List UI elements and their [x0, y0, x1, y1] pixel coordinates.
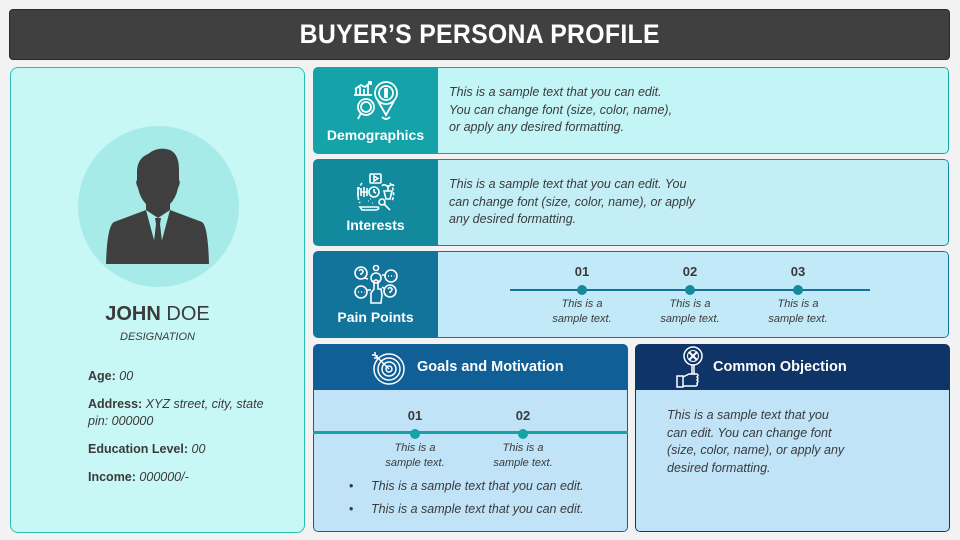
first-name: JOHN [105, 303, 161, 325]
common-objection-section: Common Objection This is a sample text t… [635, 344, 950, 532]
pain-points-questions-icon [353, 264, 398, 304]
profile-card: JOHN DOE DESIGNATION Age: 00 Address: XY… [10, 67, 305, 533]
goals-bullets: This is a sample text that you can edit.… [349, 475, 584, 521]
goals-timeline [313, 431, 628, 434]
demographics-section: Demographics This is a sample text that … [313, 67, 949, 154]
timeline-dot [577, 285, 587, 295]
detail-education: Education Level: 00 [88, 442, 206, 456]
pain-points-title: Pain Points [337, 308, 414, 325]
goals-title: Goals and Motivation [417, 359, 564, 375]
persona-name: JOHN DOE [11, 303, 304, 326]
detail-income: Income: 000000/- [88, 470, 189, 484]
goal-bullet: This is a sample text that you can edit. [349, 475, 584, 498]
last-name: DOE [166, 303, 210, 325]
title-bar: BUYER’S PERSONA PROFILE [9, 9, 950, 60]
interests-hobbies-icon [356, 172, 395, 211]
timeline-dot [410, 429, 420, 439]
demographics-body: This is a sample text that you can edit.… [438, 67, 949, 154]
interests-text: This is a sample text that you can edit.… [449, 177, 695, 226]
objection-text: This is a sample text that you can edit.… [667, 408, 845, 475]
interests-title: Interests [346, 216, 405, 233]
demographics-location-icon [353, 80, 398, 120]
profile-details: Age: 00 Address: XYZ street, city, state… [88, 368, 268, 497]
timeline-dot [793, 285, 803, 295]
goals-header: Goals and Motivation [313, 344, 628, 390]
demographics-text: This is a sample text that you can edit.… [449, 85, 673, 134]
hand-x-sign-icon [676, 346, 703, 388]
demographics-label-panel: Demographics [313, 67, 438, 154]
businessman-silhouette-icon [106, 148, 209, 264]
goal-bullet: This is a sample text that you can edit. [349, 498, 584, 521]
demographics-title: Demographics [326, 126, 425, 143]
objection-title: Common Objection [713, 359, 847, 375]
avatar [78, 126, 239, 287]
detail-age: Age: 00 [88, 369, 134, 383]
pain-points-label-panel: Pain Points [313, 251, 438, 338]
interests-label-panel: Interests [313, 159, 438, 246]
page-title: BUYER’S PERSONA PROFILE [299, 19, 660, 49]
timeline-dot [685, 285, 695, 295]
timeline-dot [518, 429, 528, 439]
objection-header: Common Objection [635, 344, 950, 390]
objection-body: This is a sample text that you can edit.… [635, 390, 950, 532]
designation: DESIGNATION [120, 331, 195, 343]
interests-body: This is a sample text that you can edit.… [438, 159, 949, 246]
interests-section: Interests This is a sample text that you… [313, 159, 949, 246]
detail-address: Address: XYZ street, city, state pin: 00… [88, 397, 264, 428]
target-arrow-icon [372, 352, 405, 385]
